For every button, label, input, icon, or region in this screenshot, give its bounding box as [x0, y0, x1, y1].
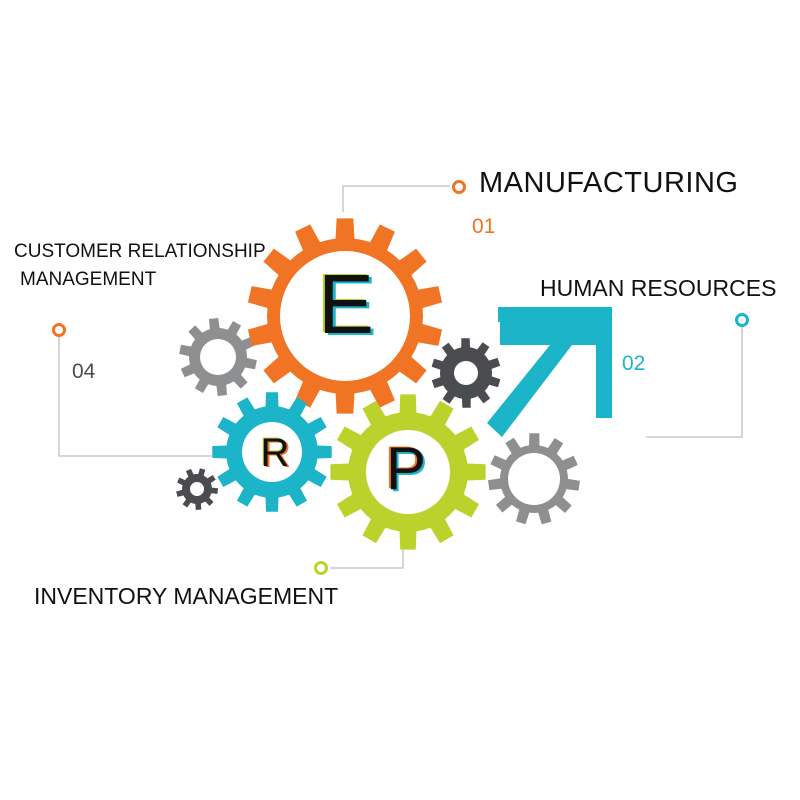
cyan-gear-r-icon	[212, 392, 332, 512]
crm-title-line1: CUSTOMER RELATIONSHIP	[14, 241, 266, 262]
human-resources-number: 02	[622, 352, 646, 375]
growth-arrow-icon	[487, 307, 612, 437]
dark-gear-right-icon	[431, 338, 501, 408]
letter-e: E	[317, 257, 375, 351]
manufacturing-title: MANUFACTURING	[479, 167, 739, 199]
human-resources-title: HUMAN RESOURCES	[540, 275, 777, 301]
human-resources-connector-line	[646, 327, 743, 438]
letter-r: R	[260, 431, 290, 475]
crm-number: 04	[72, 360, 96, 383]
crm-marker-icon	[52, 323, 66, 337]
inventory-title: INVENTORY MANAGEMENT	[34, 583, 339, 609]
orange-gear-e-icon	[247, 218, 443, 414]
manufacturing-marker-icon	[452, 180, 466, 194]
crm-title-line2: MANAGEMENT	[20, 269, 157, 290]
inventory-marker-icon	[314, 561, 328, 575]
inventory-connector-line	[330, 550, 404, 569]
gray-gear-left-icon	[179, 318, 257, 396]
letter-p: P	[385, 435, 427, 502]
dark-gear-small-icon	[176, 468, 218, 510]
lime-gear-p-icon	[330, 394, 486, 550]
human-resources-marker-icon	[735, 313, 749, 327]
gray-gear-right-icon	[488, 433, 580, 525]
manufacturing-connector-line	[342, 185, 450, 212]
crm-connector-line	[58, 336, 212, 457]
manufacturing-number: 01	[472, 215, 496, 238]
